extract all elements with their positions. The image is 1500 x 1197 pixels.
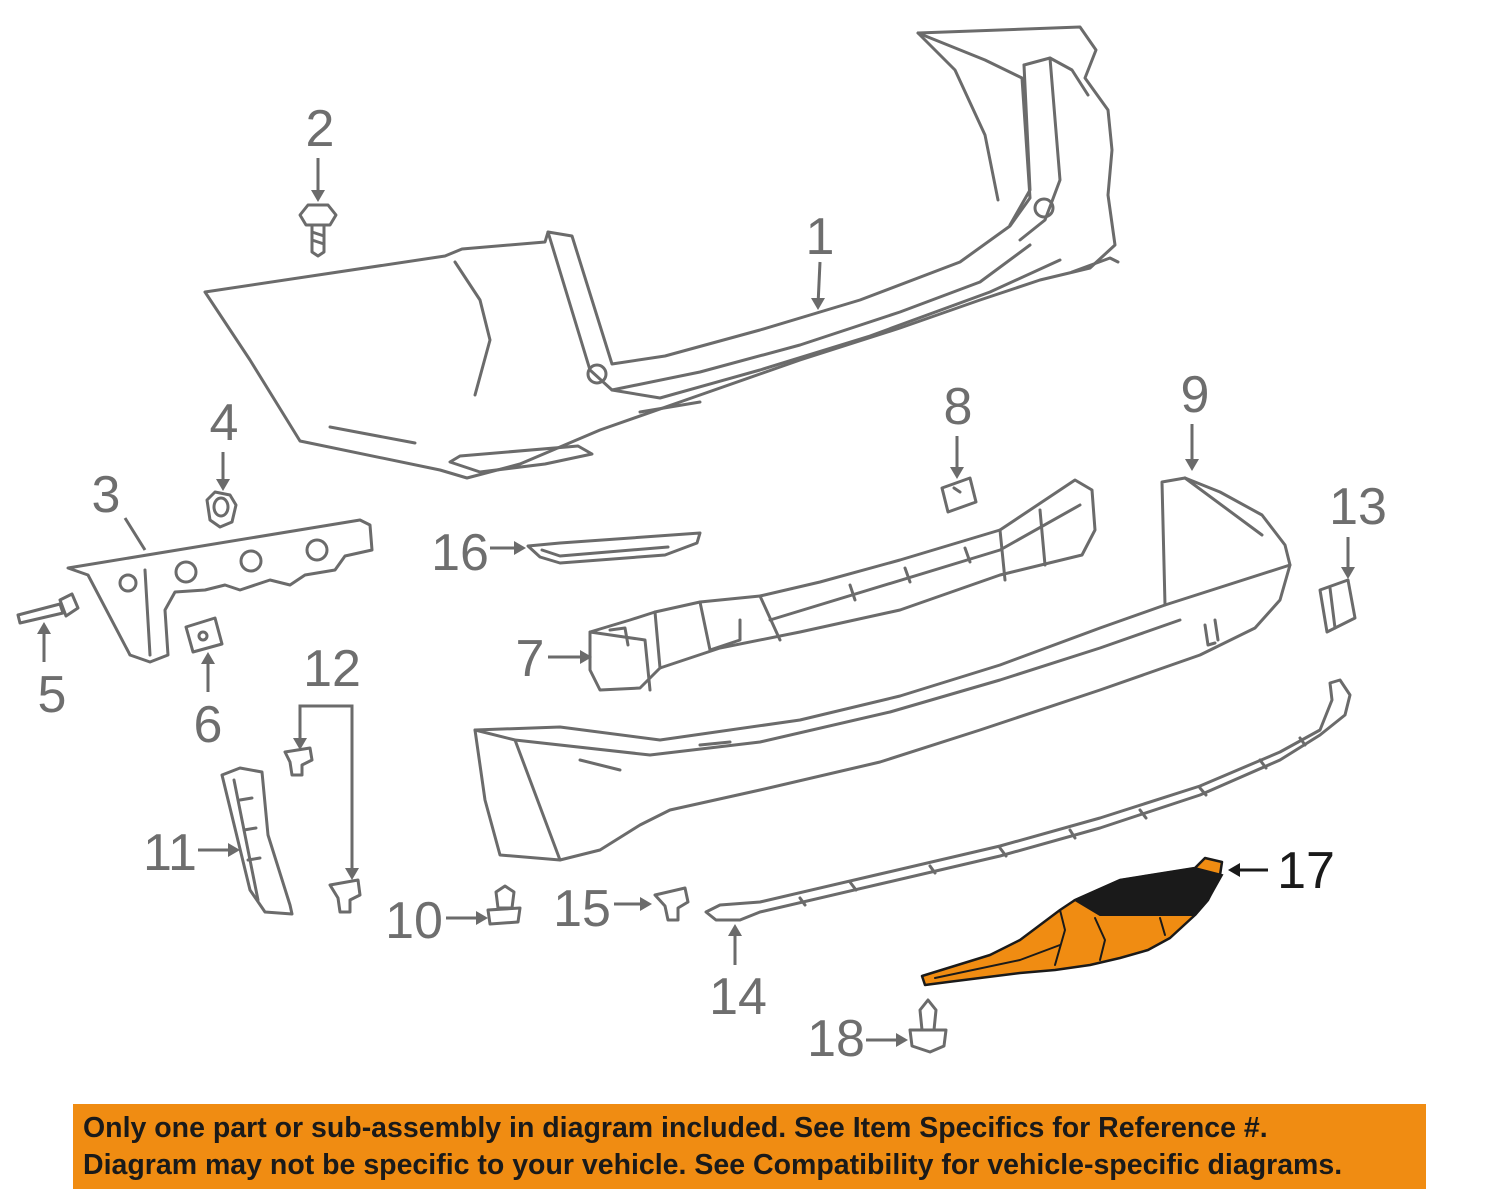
callout-9: 9 [1181, 366, 1210, 424]
part-2-bolt [298, 203, 338, 258]
callout-17: 17 [1277, 842, 1335, 900]
part-18-screw [908, 998, 948, 1054]
part-4-nut [205, 490, 238, 529]
callout-1: 1 [806, 208, 835, 266]
callout-6: 6 [194, 696, 223, 754]
part-15-retainer [653, 886, 690, 922]
part-13-pad [1318, 578, 1357, 634]
callout-2: 2 [306, 100, 335, 158]
callout-18: 18 [807, 1010, 865, 1068]
callout-4: 4 [210, 394, 239, 452]
leader-lines [37, 158, 1355, 1047]
callout-11: 11 [143, 824, 197, 882]
part-10-push-pin [486, 884, 522, 926]
parts-diagram: 1 2 3 4 5 6 7 8 9 10 11 12 13 14 15 16 1… [16, 25, 1387, 1068]
part-16-reflector [526, 531, 702, 565]
callout-14: 14 [709, 968, 767, 1026]
part-7-energy-absorber [588, 478, 1097, 692]
callout-13: 13 [1329, 478, 1387, 536]
disclaimer-banner: Only one part or sub-assembly in diagram… [73, 1104, 1426, 1189]
part-17-splash-shield [920, 856, 1224, 987]
disclaimer-line-1: Only one part or sub-assembly in diagram… [83, 1112, 1268, 1144]
part-11-retainer-bracket [220, 766, 294, 916]
callout-3: 3 [92, 466, 121, 524]
callout-7: 7 [516, 630, 545, 688]
callout-8: 8 [944, 378, 973, 436]
part-9-lower-cover [473, 476, 1292, 862]
disclaimer-line-2: Diagram may not be specific to your vehi… [83, 1149, 1343, 1181]
part-8-clip [940, 476, 978, 514]
callout-5: 5 [38, 666, 67, 724]
callout-12: 12 [303, 640, 361, 698]
part-5-rivet [16, 592, 80, 625]
part-6-clip-nut [184, 616, 224, 654]
part-1-bumper-cover [203, 25, 1120, 480]
callout-16: 16 [431, 524, 489, 582]
part-3-side-bracket [66, 518, 374, 664]
callout-15: 15 [553, 880, 611, 938]
callout-numbers: 1 2 3 4 5 6 7 8 9 10 11 12 13 14 15 16 1… [38, 100, 1387, 1068]
part-14-lower-molding [704, 678, 1352, 922]
part-12-retainer-clips [283, 746, 362, 914]
callout-10: 10 [385, 892, 443, 950]
